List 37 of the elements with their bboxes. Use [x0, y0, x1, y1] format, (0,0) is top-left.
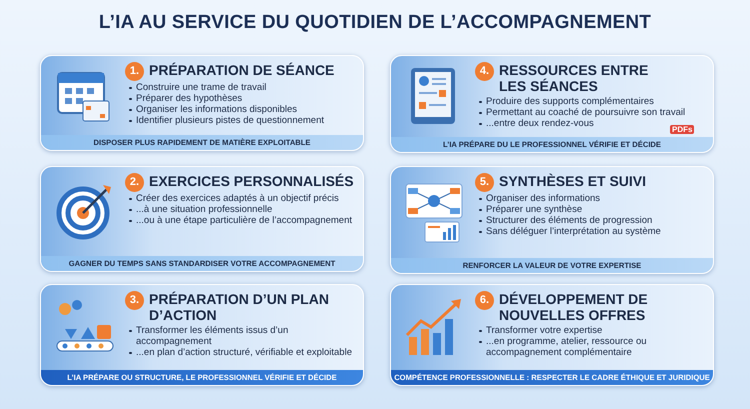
card-heading: PRÉPARATION D’UN PLAN D’ACTION — [149, 291, 329, 323]
step-badge: 5. — [475, 173, 494, 192]
bullet-item: ...à une situation professionnelle — [129, 204, 355, 215]
step-card — [390, 166, 714, 274]
card-heading: EXERCICES PERSONNALISÉS — [149, 173, 355, 189]
bullet-item: Permettant au coaché de poursuivre son travail — [479, 107, 705, 118]
step-card — [40, 166, 364, 272]
step-badge: 4. — [475, 62, 494, 81]
step-badge: 6. — [475, 291, 494, 310]
bullet-item: Sans déléguer l’interprétation au système — [479, 226, 705, 237]
bullet-item: Identifier plusieurs pistes de questionnement — [129, 115, 355, 126]
bullet-item: Créer des exercices adaptés à un objectif précis — [129, 193, 355, 204]
bullet-item: ...en programme, atelier, ressource ou accompagnement complémentaire — [479, 336, 705, 358]
step-card — [390, 55, 714, 153]
bullet-item: ...en plan d’action structuré, vérifiable et exploitable — [129, 347, 355, 358]
bullet-item: Produire des supports complémentaires — [479, 96, 705, 107]
bullet-item: Construire une trame de travail — [129, 82, 355, 93]
bullet-item: Transformer votre expertise — [479, 325, 705, 336]
bullet-item: Préparer une synthèse — [479, 204, 705, 215]
bullet-item: ...ou à une étape particulière de l’accompagnement — [129, 215, 355, 226]
bullet-item: Préparer des hypothèses — [129, 93, 355, 104]
card-heading: DÉVELOPPEMENT DE NOUVELLES OFFRES — [499, 291, 649, 323]
step-badge: 2. — [125, 173, 144, 192]
card-heading: RESSOURCES ENTRE LES SÉANCES — [499, 62, 650, 94]
card-heading: SYNTHÈSES ET SUIVI — [499, 173, 648, 189]
bullet-item: Organiser les informations disponibles — [129, 104, 355, 115]
step-badge: 3. — [125, 291, 144, 310]
bullet-item: Structurer des éléments de progression — [479, 215, 705, 226]
card-heading: PRÉPARATION DE SÉANCE — [149, 62, 336, 78]
file-tag: PDFs — [670, 125, 694, 134]
bullet-item: Organiser des informations — [479, 193, 705, 204]
step-card — [40, 284, 364, 386]
page-title: L’IA AU SERVICE DU QUOTIDIEN DE L’ACCOMPAGNEMENT — [98, 12, 652, 34]
step-card — [40, 55, 364, 151]
bullet-item: Transformer les éléments issus d’un accompagnement — [129, 325, 355, 347]
step-card — [390, 284, 714, 386]
step-badge: 1. — [125, 62, 144, 81]
